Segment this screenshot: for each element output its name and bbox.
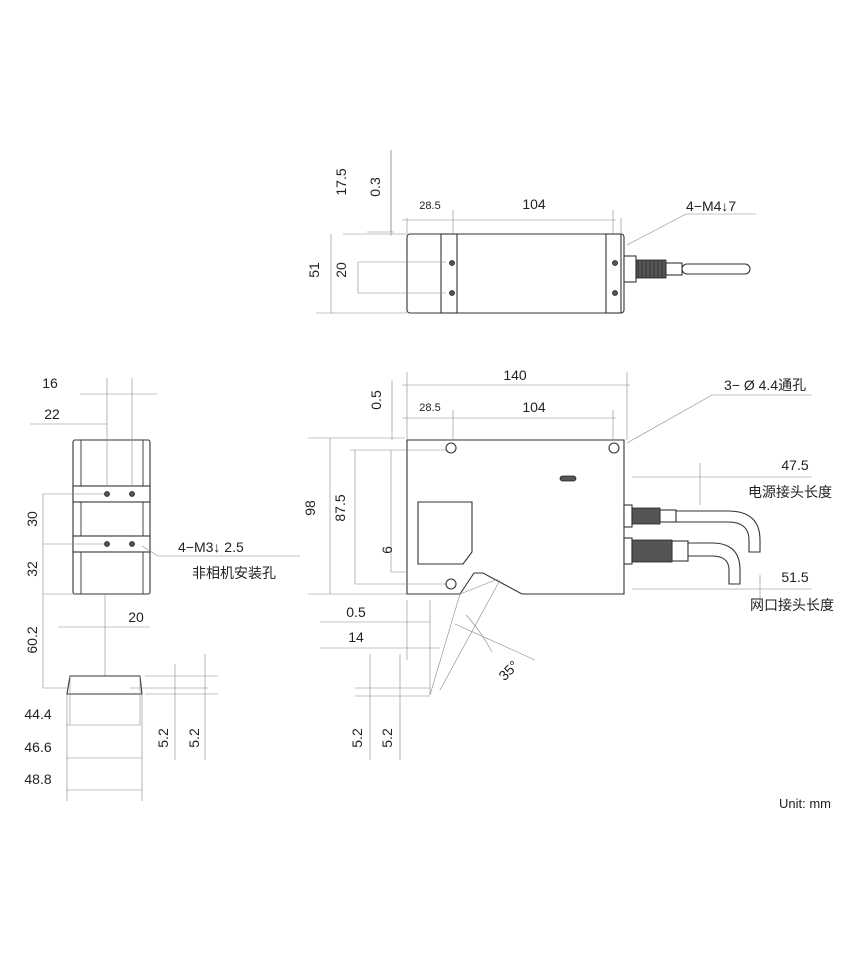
front-dim-5-2-a: 5.2 bbox=[349, 728, 365, 748]
top-note-m4: 4−M4↓7 bbox=[686, 198, 736, 214]
top-dim-0-3: 0.3 bbox=[367, 177, 383, 197]
front-dim-98: 98 bbox=[302, 500, 318, 516]
top-view: 17.5 0.3 28.5 104 51 20 4−M4↓7 bbox=[306, 150, 756, 314]
top-connector-icon bbox=[623, 255, 751, 283]
front-dim-28-5: 28.5 bbox=[419, 402, 440, 414]
mount-hole-icon bbox=[608, 442, 620, 454]
top-dim-28-5: 28.5 bbox=[419, 200, 440, 212]
top-view-strap-right bbox=[605, 233, 622, 314]
side-dim-22: 22 bbox=[44, 406, 60, 422]
top-dim-20: 20 bbox=[333, 262, 349, 278]
side-dim-46-6: 46.6 bbox=[24, 739, 51, 755]
side-note-m3-desc: 非相机安装孔 bbox=[192, 565, 276, 581]
front-dim-104: 104 bbox=[522, 399, 546, 415]
mount-hole-icon bbox=[445, 578, 457, 590]
front-dim-0-5-b: 0.5 bbox=[346, 604, 366, 620]
top-view-strap-left bbox=[440, 233, 458, 314]
network-connector-icon bbox=[623, 537, 741, 585]
top-dim-51: 51 bbox=[306, 262, 322, 278]
front-dim-87-5: 87.5 bbox=[332, 494, 348, 521]
mount-hole-icon bbox=[449, 260, 455, 266]
side-note-m3: 4−M3↓ 2.5 bbox=[178, 539, 244, 555]
indicator-led-icon bbox=[559, 475, 577, 482]
front-dim-6: 6 bbox=[379, 546, 395, 554]
front-angle: 35° bbox=[495, 657, 521, 683]
side-view: 16 22 30 32 20 60.2 4−M3↓ 2.5 非相机安装孔 44.… bbox=[24, 375, 300, 801]
front-view: 140 0.5 28.5 104 3− Ø 4.4通孔 98 87.5 6 47… bbox=[302, 367, 834, 760]
side-dim-16: 16 bbox=[42, 375, 58, 391]
side-dim-60-2: 60.2 bbox=[24, 626, 40, 653]
side-dim-5-2-b: 5.2 bbox=[186, 728, 202, 748]
front-dim-14: 14 bbox=[348, 629, 364, 645]
side-dim-44-4: 44.4 bbox=[24, 706, 51, 722]
front-view-window bbox=[417, 501, 473, 565]
top-dim-104: 104 bbox=[522, 196, 546, 212]
mount-hole-icon bbox=[104, 541, 110, 547]
side-dim-48-8: 48.8 bbox=[24, 771, 51, 787]
top-view-body bbox=[406, 233, 625, 314]
mount-hole-icon bbox=[104, 491, 110, 497]
power-connector-icon bbox=[623, 504, 761, 553]
mount-hole-icon bbox=[129, 541, 135, 547]
side-dim-32: 32 bbox=[24, 561, 40, 577]
front-dim-140: 140 bbox=[503, 367, 527, 383]
unit-label: Unit: mm bbox=[779, 796, 831, 811]
mount-hole-icon bbox=[612, 260, 618, 266]
side-view-window bbox=[66, 675, 143, 695]
side-dim-30: 30 bbox=[24, 511, 40, 527]
mount-hole-icon bbox=[449, 290, 455, 296]
side-view-body bbox=[72, 439, 151, 595]
mount-hole-icon bbox=[129, 491, 135, 497]
mount-hole-icon bbox=[612, 290, 618, 296]
front-dim-51-5: 51.5 bbox=[781, 569, 808, 585]
front-net-len: 网口接头长度 bbox=[750, 597, 834, 613]
front-power-len: 电源接头长度 bbox=[748, 484, 832, 500]
front-dim-0-5: 0.5 bbox=[368, 390, 384, 410]
mount-hole-icon bbox=[445, 442, 457, 454]
front-dim-5-2-b: 5.2 bbox=[379, 728, 395, 748]
side-dim-5-2-a: 5.2 bbox=[155, 728, 171, 748]
side-dim-20: 20 bbox=[128, 609, 144, 625]
front-dim-47-5: 47.5 bbox=[781, 457, 808, 473]
front-note-holes: 3− Ø 4.4通孔 bbox=[724, 377, 806, 393]
top-dim-17-5: 17.5 bbox=[333, 168, 349, 195]
